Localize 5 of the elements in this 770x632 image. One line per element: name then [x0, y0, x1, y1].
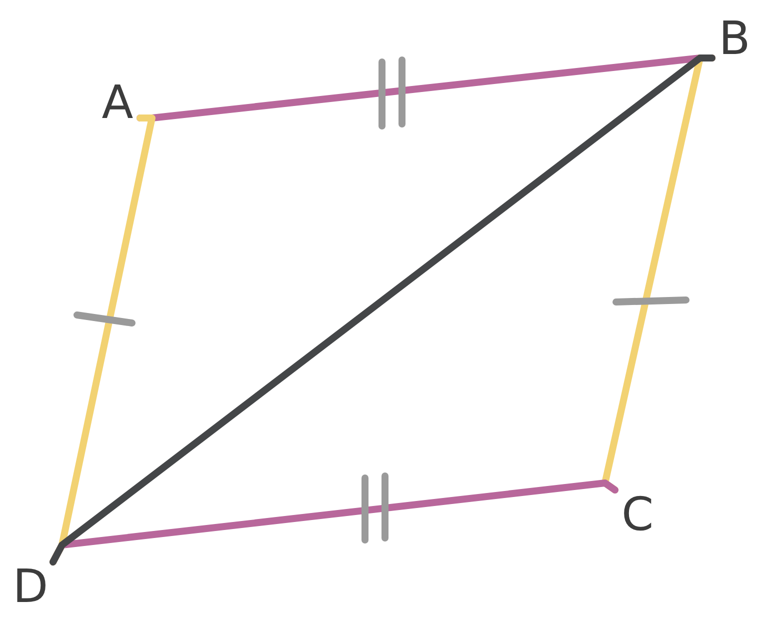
line-segment — [50, 54, 716, 566]
vertex-label: D — [8, 562, 53, 610]
vertex-label: A — [95, 78, 140, 126]
vertex-label: B — [712, 14, 757, 62]
vertex-label: C — [615, 490, 660, 538]
